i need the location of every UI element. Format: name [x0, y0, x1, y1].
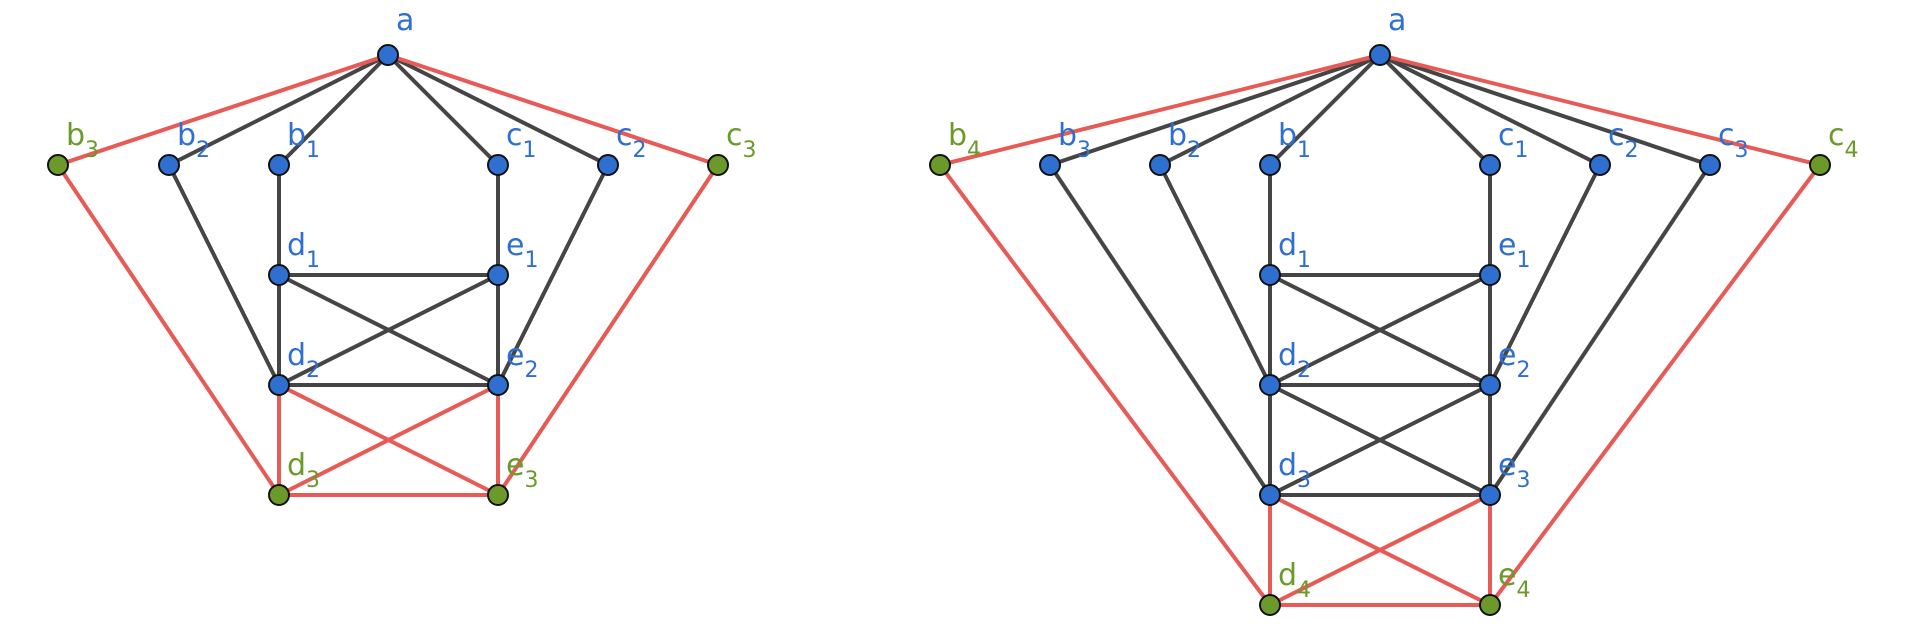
edge-a-c4	[1378, 53, 1822, 167]
node-c4	[1809, 154, 1831, 176]
node-e1	[1479, 264, 1501, 286]
edge-a-c3	[1378, 53, 1712, 167]
node-c1	[487, 154, 509, 176]
node-a	[377, 44, 399, 66]
label-c1: c1	[506, 118, 537, 163]
node-d4	[1259, 594, 1281, 616]
edge-a-c3	[386, 53, 720, 167]
label-e1: e1	[506, 228, 538, 273]
edge-c4-e4	[1488, 163, 1822, 607]
node-c3	[1699, 154, 1721, 176]
label-c2: c2	[616, 118, 647, 163]
node-d2	[268, 374, 290, 396]
edge-e1-d2	[277, 273, 500, 387]
label-e2: e2	[506, 338, 538, 383]
node-d2	[1259, 374, 1281, 396]
edge-a-b4	[938, 53, 1382, 167]
label-d2: d2	[287, 338, 320, 383]
label-b1: b1	[1278, 118, 1311, 163]
label-a: a	[396, 3, 414, 38]
node-labels: a b1 b2 b3 b4 c1 c2 c3 c4 d1 d2 d3 d4 e1 e2 e3 e4	[948, 3, 1859, 603]
edge-a-c2	[386, 53, 610, 167]
edge-a-b3	[56, 53, 390, 167]
right-graph: a b1 b2 b3 b4 c1 c2 c3 c4 d1 d2 d3 d4 e1 e2 e3 e4	[929, 3, 1859, 616]
edge-e1-d2	[1268, 273, 1492, 387]
label-d2: d2	[1278, 338, 1311, 383]
node-e2	[1479, 374, 1501, 396]
label-e3: e3	[1498, 448, 1530, 493]
node-e2	[487, 374, 509, 396]
edge-c2-e2	[1488, 163, 1602, 387]
node-c2	[1589, 154, 1611, 176]
node-e4	[1479, 594, 1501, 616]
label-d1: d1	[1278, 228, 1311, 273]
node-c2	[597, 154, 619, 176]
label-d3: d3	[1278, 448, 1311, 493]
node-c1	[1479, 154, 1501, 176]
node-b1	[1259, 154, 1281, 176]
edge-b4-d4	[938, 163, 1272, 607]
edge-a-b3	[1048, 53, 1382, 167]
left-graph: a b1 b2 b3 c1 c2 c3 d1 d2 d3 e1 e2 e3	[47, 3, 757, 506]
edge-a-b1	[1268, 53, 1382, 167]
label-c1: c1	[1498, 118, 1529, 163]
node-b2	[1149, 154, 1171, 176]
node-b1	[268, 154, 290, 176]
node-a	[1369, 44, 1391, 66]
node-d1	[1259, 264, 1281, 286]
label-c4: c4	[1828, 118, 1859, 163]
node-d1	[268, 264, 290, 286]
node-e3	[1479, 484, 1501, 506]
label-c2: c2	[1608, 118, 1639, 163]
label-b1: b1	[287, 118, 320, 163]
label-d4: d4	[1278, 558, 1311, 603]
node-b4	[929, 154, 951, 176]
edge-a-c1	[1378, 53, 1492, 167]
edge-e3-d4	[1268, 493, 1492, 607]
label-a: a	[1388, 3, 1406, 38]
label-b2: b2	[1168, 118, 1201, 163]
node-d3	[268, 484, 290, 506]
edge-e2-d3	[277, 383, 500, 497]
nodes	[929, 44, 1831, 616]
nodes	[47, 44, 729, 506]
edge-b2-d2	[167, 163, 281, 387]
label-e1: e1	[1498, 228, 1530, 273]
edge-a-c1	[386, 53, 500, 167]
node-d3	[1259, 484, 1281, 506]
label-b2: b2	[177, 118, 210, 163]
edges	[938, 53, 1822, 607]
edge-a-b2	[167, 53, 390, 167]
label-b3: b3	[1058, 118, 1091, 163]
edge-c3-e3	[496, 163, 720, 497]
edge-e2-d3	[1268, 383, 1492, 497]
node-c3	[707, 154, 729, 176]
node-b2	[158, 154, 180, 176]
node-e1	[487, 264, 509, 286]
edge-b3-d3	[56, 163, 281, 497]
label-e4: e4	[1498, 558, 1530, 603]
edges	[56, 53, 720, 497]
node-labels: a b1 b2 b3 c1 c2 c3 d1 d2 d3 e1 e2 e3	[66, 3, 757, 493]
label-b4: b4	[948, 118, 981, 163]
edge-a-b1	[277, 53, 390, 167]
label-c3: c3	[1718, 118, 1749, 163]
label-b3: b3	[66, 118, 99, 163]
label-e2: e2	[1498, 338, 1530, 383]
edge-c3-e3	[1488, 163, 1712, 497]
label-d1: d1	[287, 228, 320, 273]
node-b3	[1039, 154, 1061, 176]
edge-c2-e2	[496, 163, 610, 387]
edge-b3-d3	[1048, 163, 1272, 497]
node-e3	[487, 484, 509, 506]
edge-a-b2	[1158, 53, 1382, 167]
edge-b2-d2	[1158, 163, 1272, 387]
node-b3	[47, 154, 69, 176]
label-c3: c3	[726, 118, 757, 163]
label-e3: e3	[506, 448, 538, 493]
edge-a-c2	[1378, 53, 1602, 167]
label-d3: d3	[287, 448, 320, 493]
